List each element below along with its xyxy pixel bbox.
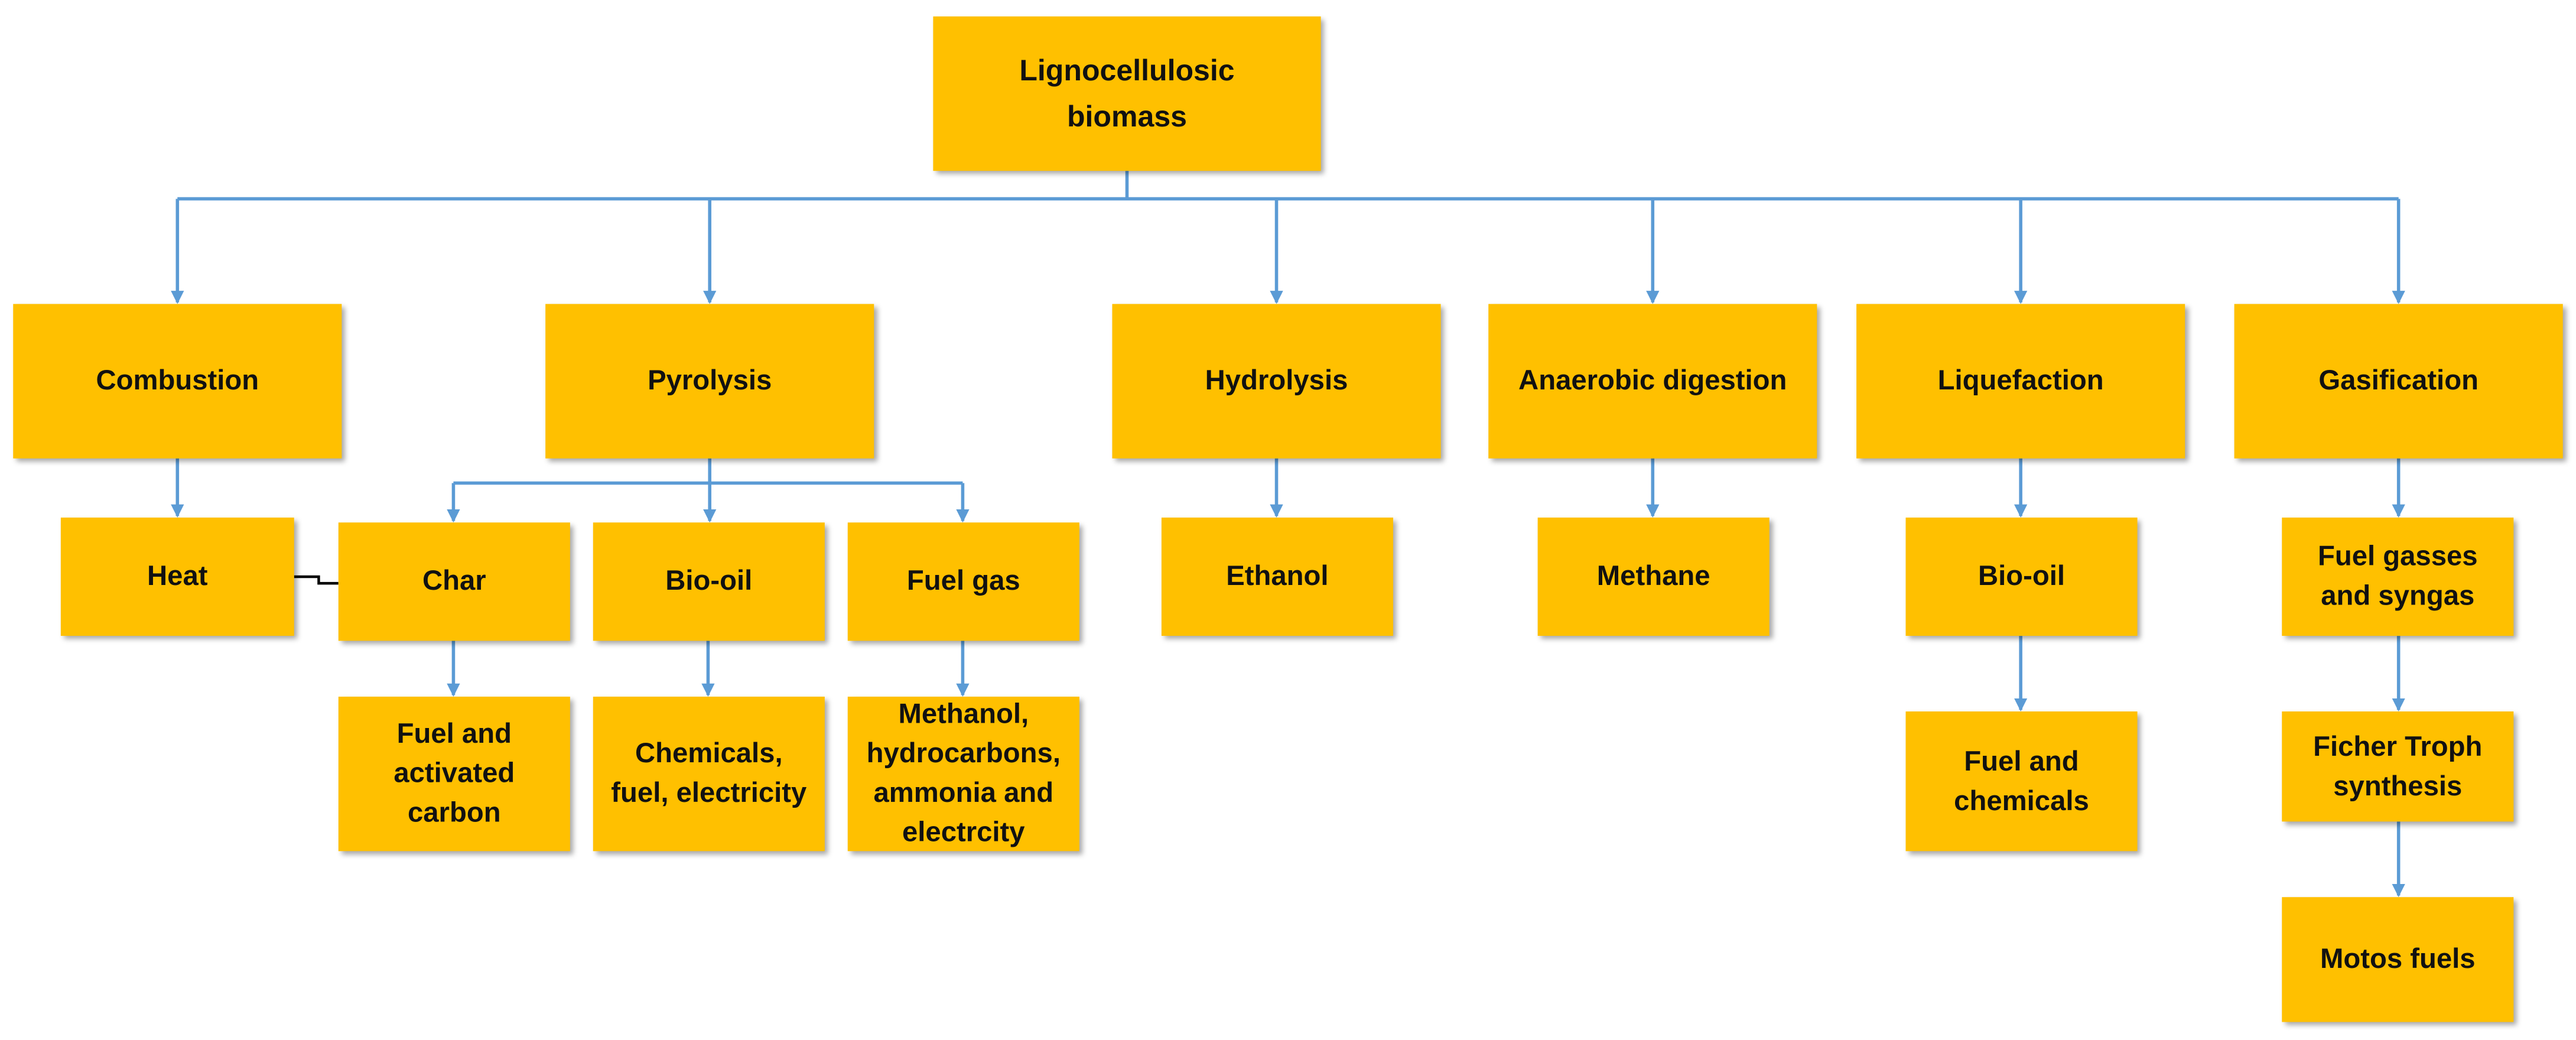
node-liquefaction: Liquefaction (1856, 304, 2185, 459)
node-methanol-hydrocarbons: Methanol, hydrocarbons, ammonia and elec… (847, 696, 1079, 852)
node-chemicals-fuel-electricity: Chemicals, fuel, electricity (593, 696, 825, 852)
node-gasification: Gasification (2234, 304, 2563, 459)
node-lignocellulosic-biomass: Lignocellulosic biomass (933, 16, 1321, 171)
node-methane: Methane (1537, 517, 1770, 636)
node-anaerobic-digestion: Anaerobic digestion (1488, 304, 1817, 459)
heat-char-connector (294, 575, 339, 585)
node-ficher-troph-synthesis: Ficher Troph synthesis (2282, 711, 2514, 822)
node-fuel-gasses-syngas: Fuel gasses and syngas (2282, 517, 2514, 636)
node-fuel-gas: Fuel gas (847, 522, 1079, 641)
node-motos-fuels: Motos fuels (2282, 897, 2514, 1022)
node-hydrolysis: Hydrolysis (1112, 304, 1441, 459)
node-fuel-and-chemicals: Fuel and chemicals (1905, 711, 2138, 852)
node-bio-oil-liquefaction: Bio-oil (1905, 517, 2138, 636)
node-pyrolysis: Pyrolysis (545, 304, 874, 459)
node-ethanol: Ethanol (1161, 517, 1393, 636)
node-heat: Heat (60, 517, 294, 636)
node-combustion: Combustion (13, 304, 342, 459)
node-char: Char (338, 522, 570, 641)
node-fuel-activated-carbon: Fuel and activated carbon (338, 696, 570, 852)
node-bio-oil-pyrolysis: Bio-oil (593, 522, 825, 641)
